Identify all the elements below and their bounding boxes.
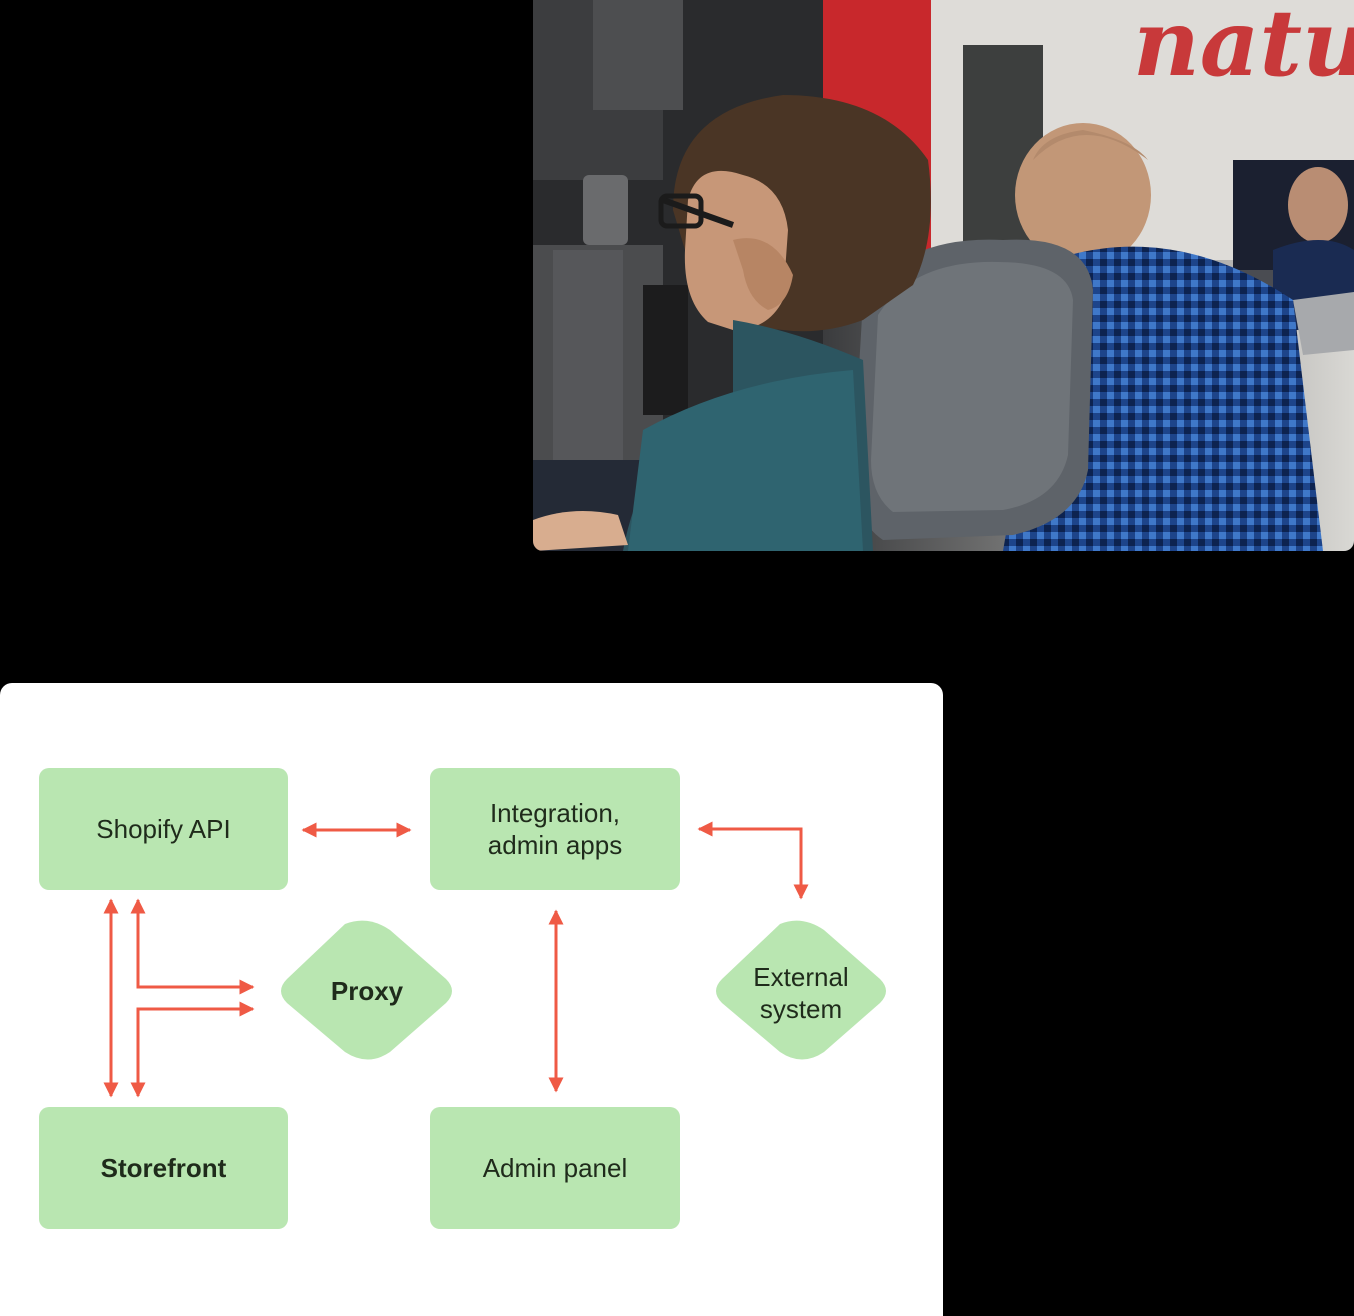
arrow-integration-external — [697, 821, 809, 900]
wall-lettering: natur — [1133, 0, 1354, 97]
shopify-api-label: Shopify API — [96, 814, 231, 844]
integration-node: Integration, admin apps — [430, 768, 680, 890]
diagram-connectors — [103, 821, 886, 1098]
architecture-diagram: Shopify API Integration, admin apps Prox… — [0, 683, 943, 1316]
arrow-storefront-proxy — [130, 1001, 255, 1098]
admin-panel-label: Admin panel — [482, 1153, 628, 1183]
proxy-label: Proxy — [330, 976, 404, 1006]
arrow-api-proxy — [130, 898, 255, 995]
integration-label: Integration, admin apps — [487, 798, 623, 860]
external-system-diamond — [716, 920, 886, 1060]
proxy-diamond — [281, 920, 452, 1060]
storefront-label: Storefront — [100, 1153, 227, 1183]
office-photo: natur — [533, 0, 1354, 551]
external-system-label: External system — [753, 962, 849, 1024]
admin-panel-node: Admin panel — [430, 1107, 680, 1229]
storefront-node: Storefront — [39, 1107, 288, 1229]
shopify-api-node: Shopify API — [39, 768, 288, 890]
